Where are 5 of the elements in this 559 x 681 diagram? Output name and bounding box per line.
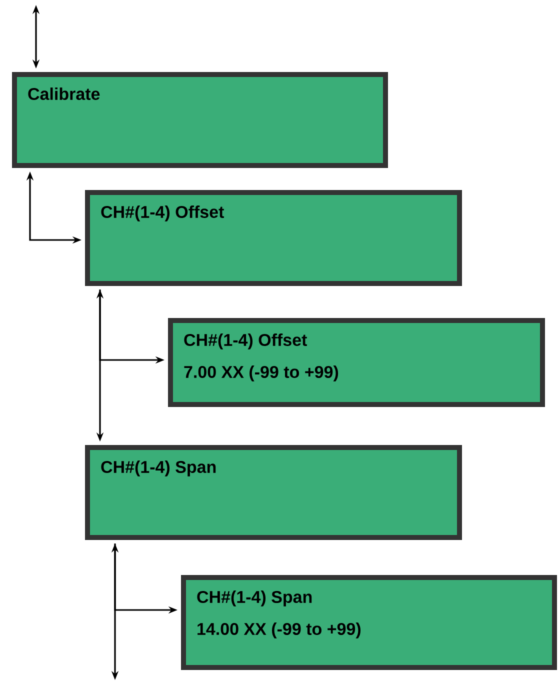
display-box: CH#(1-4) Span bbox=[85, 445, 462, 540]
display-box: CH#(1-4) Offset 7.00 XX (-99 to +99) bbox=[168, 318, 545, 407]
display-box: CH#(1-4) Offset bbox=[85, 190, 462, 286]
display-box: Calibrate bbox=[12, 72, 388, 168]
display-box: CH#(1-4) Span 14.00 XX (-99 to +99) bbox=[181, 575, 557, 670]
